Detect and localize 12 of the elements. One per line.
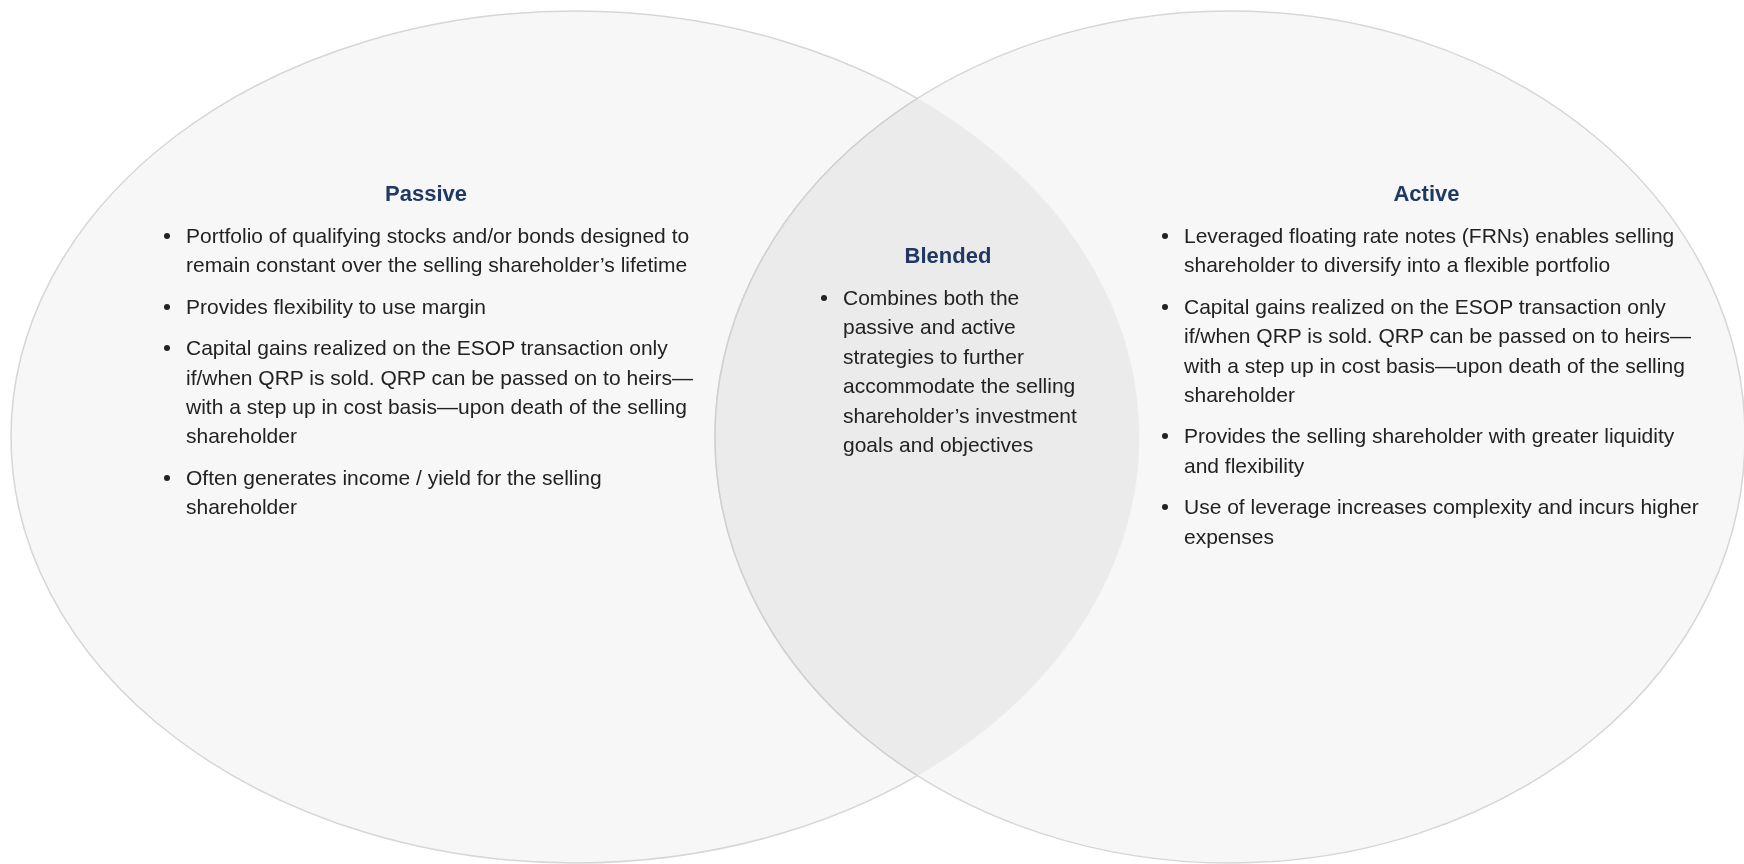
section-heading: Blended (903, 243, 993, 269)
bullet-text: Provides flexibility to use margin (186, 291, 696, 322)
bullet-text: Provides the selling shareholder with greater liquidity and flexibility (1184, 421, 1699, 481)
bullet-text: Capital gains realized on the ESOP transaction only if/when QRP is sold. QRP can be passed on to heirs—with a step up in cost basis—upon death of the selling shareholder (1184, 291, 1699, 410)
bullet-text: Use of leverage increases complexity and incurs higher expenses (1184, 492, 1699, 551)
bullet-text: Leveraged floating rate notes (FRNs) enables selling shareholder to diversify into a flexible portfolio (1184, 221, 1699, 280)
section-heading: Active (1392, 181, 1461, 207)
bullet-text: Capital gains realized on the ESOP transaction only if/when QRP is sold. QRP can be passed on to heirs—with a step up in cost basis—upon death of the selling shareholder (186, 333, 696, 451)
bullet-text: Combines both the passive and active strategies to further accommodate the selling shareholder’s investment goals and objectives (843, 283, 1083, 460)
section-heading: Passive (384, 181, 468, 207)
bullet-text: Often generates income / yield for the selling shareholder (186, 462, 696, 522)
bullet-text: Portfolio of qualifying stocks and/or bonds designed to remain constant over the selling shareholder’s lifetime (186, 221, 696, 280)
